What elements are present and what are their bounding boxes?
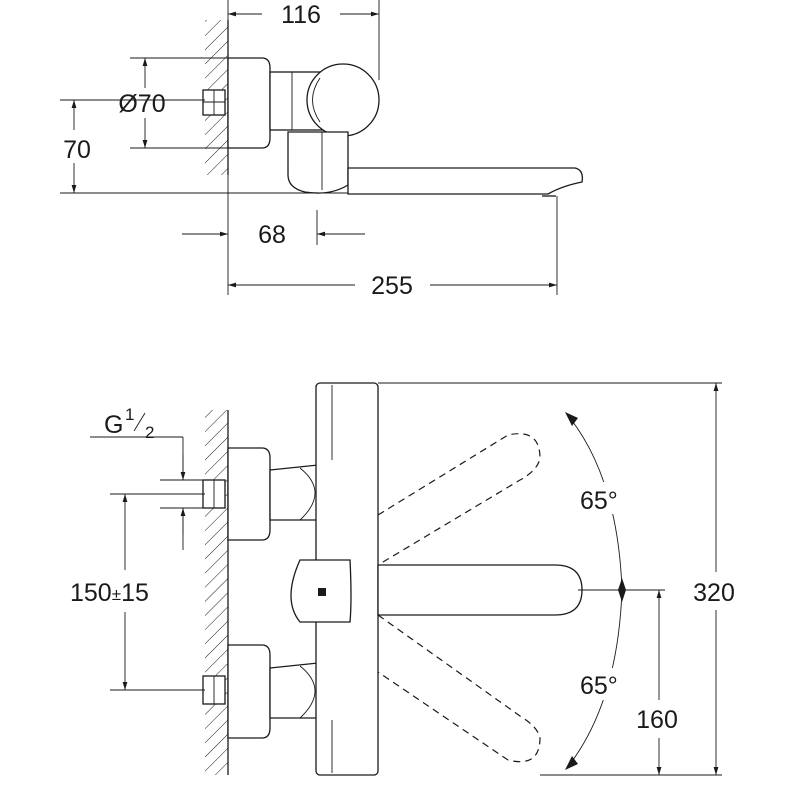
arm-shade (299, 665, 316, 719)
lower-body-top (287, 131, 349, 194)
dim-68-label: 68 (258, 221, 286, 249)
sensor-dot (318, 588, 326, 596)
thread-fraction-bar (133, 412, 146, 432)
lever-alt-lower (377, 614, 541, 763)
handle-circle-top (306, 63, 380, 137)
escutcheon-upper (227, 447, 271, 541)
label-mask (575, 482, 645, 514)
lever (377, 564, 583, 616)
dim-255-label: 255 (371, 272, 413, 300)
top-view: 116 Ø70 70 68 255 (60, 0, 583, 300)
thread-numerator: 1 (125, 405, 134, 424)
dim-320-label: 320 (693, 579, 735, 607)
dim-116-label: 116 (281, 1, 321, 29)
label-mask (575, 668, 645, 700)
angle-arrowhead (565, 756, 578, 770)
front-view: G 1 2 150±15 65° 65° 320 160 (70, 382, 735, 776)
dim-150-label: 150±15 (70, 579, 149, 607)
angle-arrowhead (565, 412, 578, 426)
handle-shade (312, 77, 321, 123)
dim-70-label: 70 (63, 136, 91, 164)
spout-top (347, 167, 583, 195)
thread-g-label: G (104, 411, 123, 439)
arm-shade (299, 467, 316, 521)
escutcheon-lower (227, 644, 271, 739)
angle-arrowhead (618, 578, 626, 590)
dim-diam70-label: Ø70 (118, 90, 165, 118)
angle-upper-label: 65° (580, 487, 618, 515)
angle-arrowhead (618, 590, 626, 602)
wall-hatch-front (205, 410, 228, 775)
dim-160-label: 160 (636, 706, 678, 734)
thread-denominator: 2 (145, 423, 154, 442)
lever-alt-upper (377, 433, 541, 566)
angle-lower-label: 65° (580, 672, 618, 700)
escutcheon-top (227, 57, 271, 149)
